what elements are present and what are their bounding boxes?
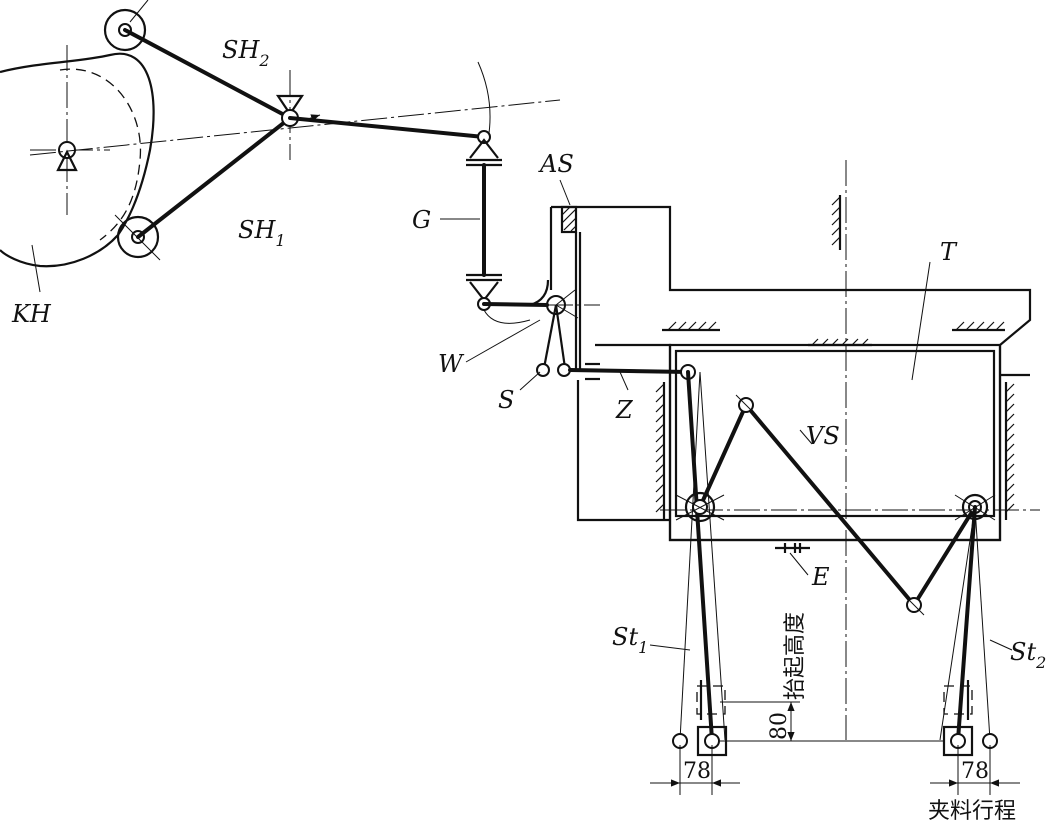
label-vs: VS <box>806 422 840 450</box>
dim-lift-height-text: 抬起高度 <box>783 612 808 700</box>
label-as: AS <box>538 150 574 178</box>
link-g <box>440 130 502 311</box>
label-e: E <box>811 563 830 591</box>
dim-lift-height: 80 <box>767 712 792 740</box>
label-st2: St2 <box>1010 638 1046 672</box>
stroke-arm-st2 <box>939 493 1013 757</box>
label-st1: St1 <box>612 623 648 657</box>
link-to-g <box>288 116 486 139</box>
label-sh2: SH2 <box>222 36 270 70</box>
transfer-table <box>655 160 1040 740</box>
rocker-arm-sh1 <box>136 116 292 239</box>
label-g: G <box>412 206 431 234</box>
label-t: T <box>940 238 958 266</box>
label-s: S <box>498 386 514 414</box>
cam-kh-outline <box>0 52 155 268</box>
stroke-arm-st1 <box>649 364 728 757</box>
cam-pitch-curve <box>59 68 142 241</box>
dim-left-stroke: 78 <box>683 759 711 784</box>
label-sh1: SH1 <box>238 216 286 250</box>
housing <box>465 179 1032 542</box>
label-kh: KH <box>11 300 52 328</box>
dimension-lines <box>650 701 1020 795</box>
dim-clamp-stroke-text: 夹料行程 <box>928 799 1016 824</box>
label-w: W <box>438 350 465 378</box>
dim-right-stroke: 78 <box>961 759 989 784</box>
rocker-arm-sh2 <box>123 28 292 120</box>
label-z: Z <box>615 396 634 424</box>
rocker-arms <box>29 0 561 261</box>
